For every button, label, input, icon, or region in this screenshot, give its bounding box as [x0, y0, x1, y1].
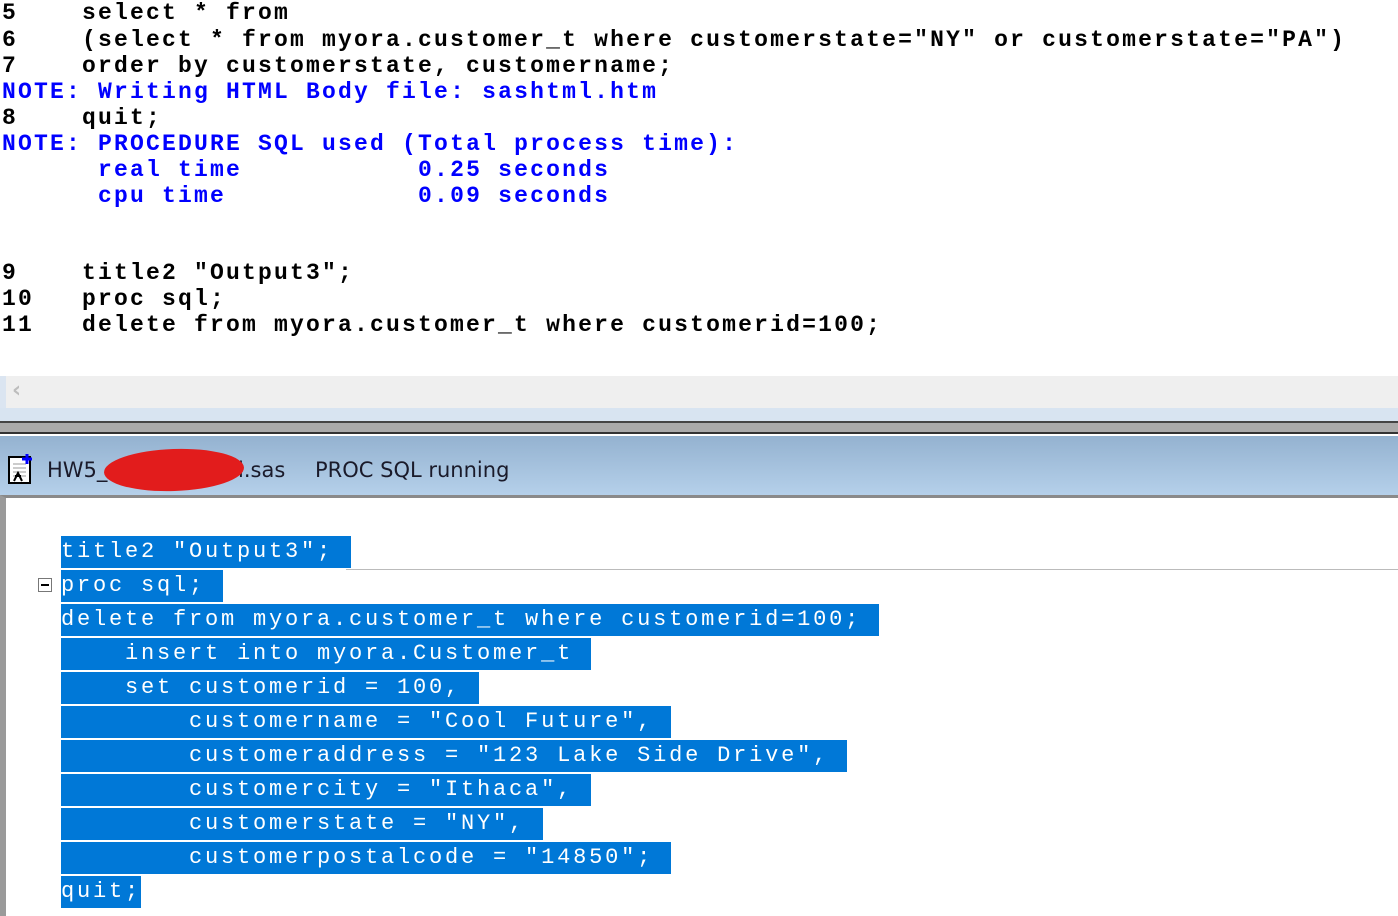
editor-title-bar[interactable]: HW5_ l.sas PROC SQL running — [0, 436, 1398, 495]
editor-filename-prefix: HW5_ — [47, 458, 108, 482]
code-line[interactable]: customercity = "Ithaca", — [61, 774, 592, 806]
editor-status: PROC SQL running — [315, 458, 510, 482]
code-line[interactable]: set customerid = 100, — [61, 672, 480, 704]
sas-program-icon — [8, 454, 32, 484]
window-splitter[interactable] — [0, 421, 1398, 434]
code-line[interactable]: customername = "Cool Future", — [61, 706, 672, 738]
redaction-mark — [103, 446, 245, 494]
current-line-marker — [346, 569, 1398, 570]
code-line[interactable]: customerpostalcode = "14850"; — [61, 842, 672, 874]
program-editor[interactable]: title2 "Output3"; proc sql; delete from … — [0, 495, 1398, 916]
collapse-icon[interactable] — [38, 578, 52, 592]
horizontal-scrollbar[interactable]: ‹ — [0, 376, 1398, 408]
code-line[interactable]: delete from myora.customer_t where custo… — [61, 604, 880, 636]
scroll-left-icon[interactable]: ‹ — [12, 378, 22, 403]
code-line[interactable]: customeraddress = "123 Lake Side Drive", — [61, 740, 848, 772]
code-line[interactable]: customerstate = "NY", — [61, 808, 544, 840]
code-line[interactable]: proc sql; — [61, 570, 224, 602]
editor-filename-suffix: l.sas — [238, 458, 286, 482]
code-line[interactable]: title2 "Output3"; — [61, 536, 352, 568]
code-line[interactable]: quit; — [61, 876, 142, 908]
code-line[interactable]: insert into myora.Customer_t — [61, 638, 592, 670]
log-window-footer — [0, 408, 1398, 421]
